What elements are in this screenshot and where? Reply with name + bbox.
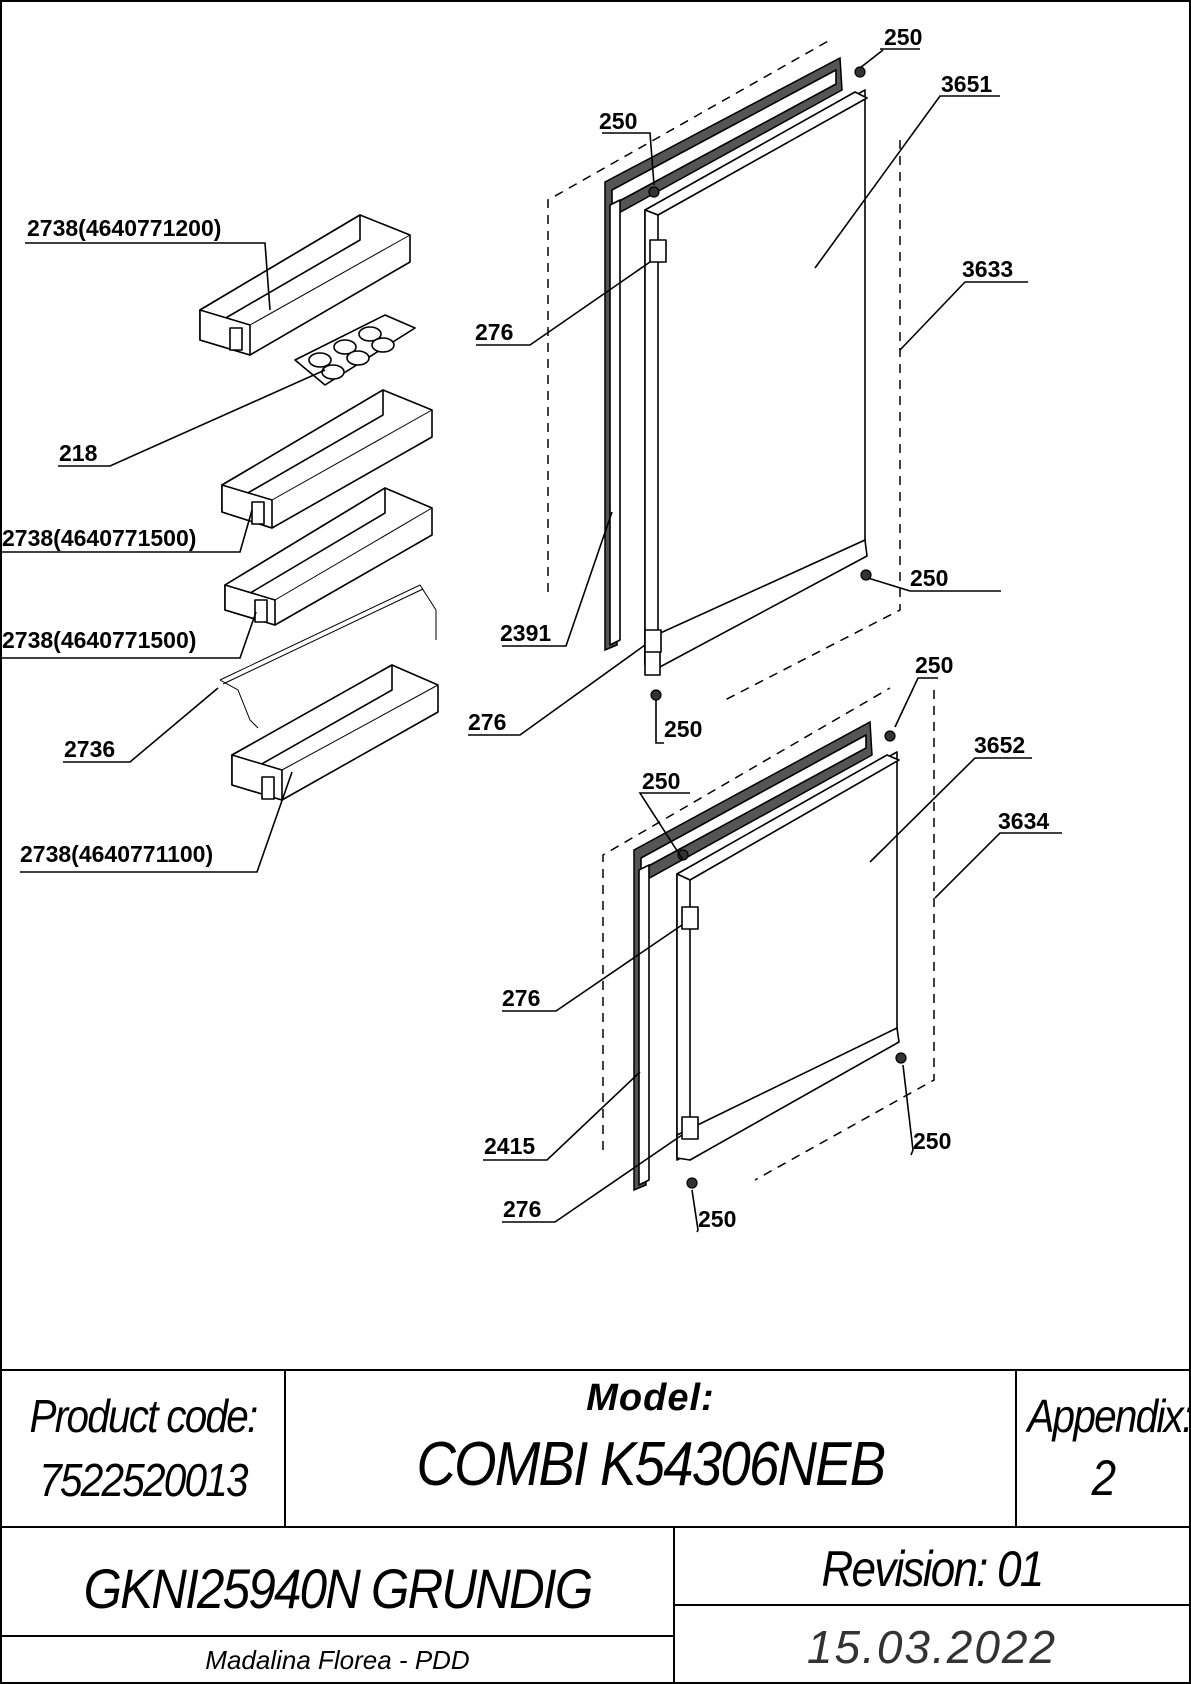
callout-276: 276 [503,1196,541,1222]
callout-250: 250 [642,768,680,794]
callout-3633: 3633 [962,256,1013,282]
model-label: Model: [586,1377,715,1419]
callout-250: 250 [664,716,702,742]
door-shelf-4640771100 [231,664,439,801]
door-outline-3634 [602,687,891,1150]
product-code-value: 7522520013 [39,1454,248,1506]
callout-250: 250 [910,565,948,591]
product-name: GKNI25940N GRUNDIG [83,1557,594,1620]
door-shelf-4640771500-lower [224,487,433,626]
leader-lines [0,48,1062,1233]
model-cell: Model: COMBI K54306NEB [284,1369,1017,1528]
callout-250: 250 [884,24,922,50]
product-code-cell: Product code: 7522520013 [0,1369,286,1528]
callout-218: 218 [59,440,98,466]
egg-tray-218 [294,314,416,386]
product-code-label: Product code: [29,1390,259,1442]
callout-3652: 3652 [974,732,1025,758]
callout-labels: 250 3651 250 2738(4640771200) 3633 276 2… [2,24,1049,1232]
callout-2391: 2391 [500,620,551,646]
callout-3634: 3634 [998,808,1049,834]
callout-250: 250 [913,1128,951,1154]
appendix-value: 2 [1091,1450,1116,1506]
callout-276: 276 [502,985,540,1011]
author-cell: Madalina Florea - PDD [0,1635,675,1684]
appendix-label: Appendix: [1027,1390,1191,1442]
callout-2738-4640771100: 2738(4640771100) [20,841,213,867]
callout-250: 250 [698,1206,736,1232]
author: Madalina Florea - PDD [205,1645,470,1675]
revision-cell: Revision: 01 [673,1526,1191,1606]
revision: Revision: 01 [821,1541,1044,1597]
door-shelf-4640771200 [199,214,411,356]
callout-2738-4640771500: 2738(4640771500) [2,525,196,551]
callout-276: 276 [468,709,506,735]
sheet-border [0,0,1191,1370]
date: 15.03.2022 [806,1621,1058,1673]
callout-2736: 2736 [64,736,115,762]
upper-door-assembly [547,39,901,701]
callout-3651: 3651 [941,71,992,97]
callout-276: 276 [475,319,513,345]
product-name-cell: GKNI25940N GRUNDIG [0,1526,675,1637]
appendix-cell: Appendix: 2 [1015,1369,1191,1528]
callout-250: 250 [599,108,637,134]
shelf-bar-2736 [219,584,437,729]
lower-door-assembly [602,687,935,1192]
door-shelf-4640771500-upper [221,389,433,529]
callout-250: 250 [915,652,953,678]
door-outline-3633 [547,39,831,592]
date-cell: 15.03.2022 [673,1604,1191,1684]
callout-2415: 2415 [484,1133,535,1159]
callout-2738-4640771500: 2738(4640771500) [2,627,196,653]
title-block: Product code: 7522520013 Model: COMBI K5… [0,1369,1191,1684]
exploded-parts-diagram: 250 3651 250 2738(4640771200) 3633 276 2… [0,0,1191,1370]
callout-2738-4640771200: 2738(4640771200) [27,215,221,241]
model-value: COMBI K54306NEB [416,1430,887,1499]
